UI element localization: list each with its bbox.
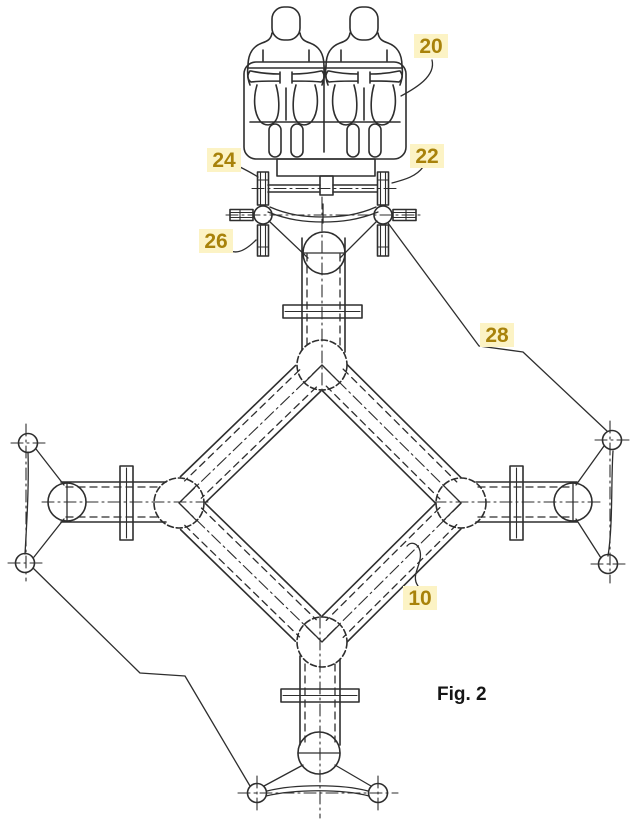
right-wheel-cross-axes [590,439,630,565]
passenger-right-shin-left [346,123,360,158]
passenger-left-arm-creases [262,49,310,62]
label-26-highlight [199,229,233,253]
right-joint-top-bar [376,171,390,206]
reference-labels: 20 22 24 26 28 10 [199,34,514,610]
label-22-highlight [410,144,444,168]
passenger-left-shin-left [268,123,282,158]
passenger-figure-right [324,6,404,158]
left-arm-flange [119,465,134,541]
passenger-left-thighs [253,84,319,126]
arm-centerline [321,502,462,643]
arm-bottom-left [179,503,322,642]
arm-top-right [321,364,462,504]
passenger-right-arm-creases [340,49,388,62]
left-joint-bottom-bar-detail [256,224,270,257]
right-joint-top-bar-detail [376,171,390,206]
passenger-seat-assembly [243,6,407,177]
bottom-column-hidden-lines [304,663,336,743]
arm-hidden-lines [325,506,458,639]
connector-28-polyline [387,222,608,432]
arm-centerline [321,364,462,504]
label-10: 10 [408,587,431,610]
connector-left-polyline [32,567,251,787]
arm-edges [179,364,322,504]
label-24-highlight [207,148,241,172]
arm-centerline [179,503,322,642]
label-24: 24 [212,149,236,172]
diamond-frame [153,339,487,668]
axle-shaft [267,184,378,193]
left-joint-top-bar [256,171,270,206]
bottom-wheel-cross-axes [256,775,379,811]
right-joint-side-bar [392,208,417,222]
arm-edges [179,503,322,642]
leader-22 [391,166,424,184]
arm-bottom-right [321,502,462,643]
passenger-left-head [271,6,301,41]
figure-caption: Fig. 2 [437,684,487,705]
arm-hidden-lines [184,507,317,638]
right-joint-bottom-bar [376,224,390,257]
passenger-figure-left [246,6,326,158]
arm-edges [321,364,462,504]
leader-10 [406,542,422,587]
left-joint-side-bar-detail [229,208,254,222]
left-arm-hidden-lines [65,486,159,518]
label-22: 22 [415,145,438,168]
passenger-left-shin-right [290,123,304,158]
right-joint-bottom-bar-detail [376,224,390,257]
bottom-bracket-edge [265,785,370,797]
arm-hidden-lines [183,369,318,499]
label-28-highlight [480,323,514,347]
arm-hidden-lines [325,368,458,500]
left-arm-edges [60,481,167,523]
right-arm-hidden-lines [477,486,573,518]
passenger-right-head [349,6,379,41]
figure-line-art: 20 22 24 26 28 10 Fig. 2 [7,6,630,819]
passenger-right-shoulders [325,32,403,67]
left-joint-top-bar-detail [256,171,270,206]
label-20: 20 [419,35,442,58]
leader-20 [400,59,434,97]
seat-hitch-axle [251,175,399,224]
passenger-left-forearms [247,70,325,84]
arm-edges [321,502,462,643]
bottom-column [237,655,399,811]
arm-top-left [179,364,322,504]
corner-joint-left [153,477,205,529]
passenger-right-shin-right [368,123,382,158]
left-joint-bottom-bar [256,224,270,257]
label-10-highlight [403,586,437,610]
arm-centerline [179,365,322,503]
top-column-hidden-lines [306,253,341,347]
corner-joint-bottom [296,616,348,668]
label-26: 26 [204,230,227,253]
label-20-highlight [414,34,448,58]
right-bracket-diagonals [575,445,605,559]
right-arm-edges [475,481,578,523]
bottom-bracket-diagonals [263,764,372,787]
passenger-right-forearms [325,70,403,84]
top-column [282,231,363,353]
passenger-left-shoulders [247,32,325,67]
right-arm-flange [509,465,524,541]
left-bracket-diagonals [33,448,65,558]
corner-joint-radials [178,364,462,643]
left-wheel-cross-axes [7,442,46,564]
passenger-right-thighs [331,84,397,126]
corner-joint-right [435,477,487,529]
right-bracket-edge [607,450,614,557]
label-28: 28 [485,324,509,347]
